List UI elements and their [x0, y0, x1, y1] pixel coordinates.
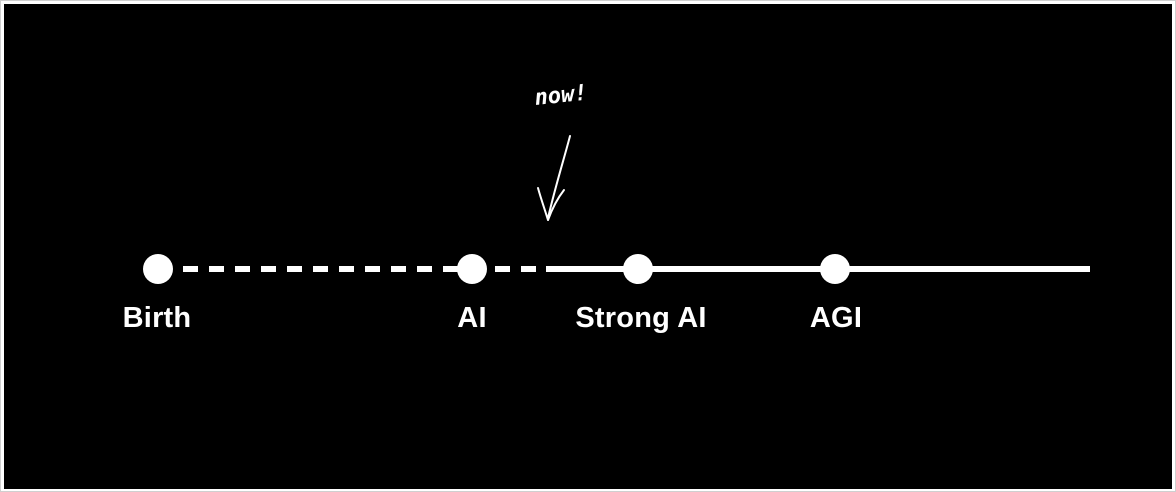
milestone-dot-strong-ai — [623, 254, 653, 284]
milestone-label-strong-ai: Strong AI — [575, 302, 707, 334]
now-arrow-icon — [537, 135, 571, 221]
milestone-dot-ai — [457, 254, 487, 284]
milestone-label-ai: AI — [457, 302, 487, 334]
timeline-svg — [143, 135, 1090, 284]
milestone-dot-agi — [820, 254, 850, 284]
diagram-canvas: now! Birth AI Strong AI AGI — [4, 4, 1172, 489]
milestone-label-agi: AGI — [809, 302, 863, 334]
milestone-label-birth: Birth — [122, 302, 192, 334]
milestone-dot-birth — [143, 254, 173, 284]
